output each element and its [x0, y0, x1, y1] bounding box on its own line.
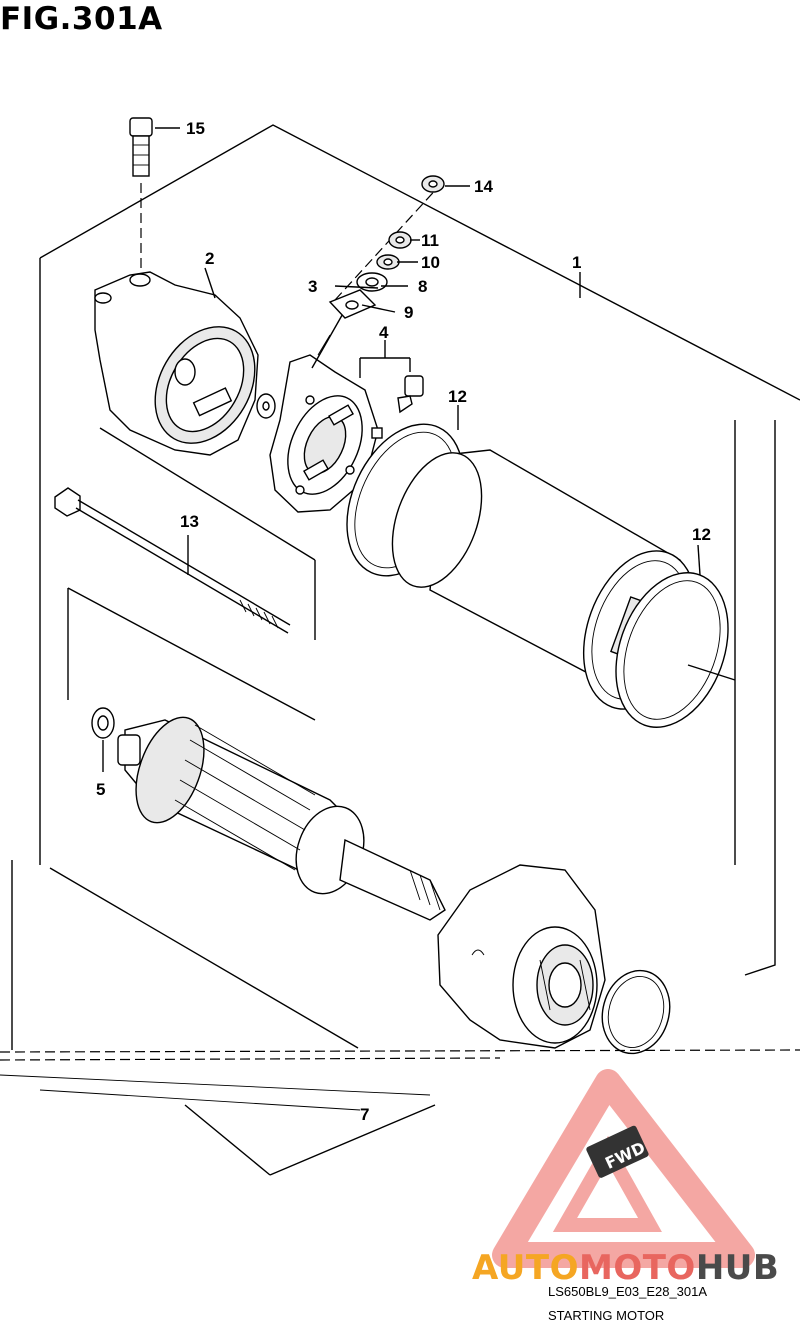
- figure-code: LS650BL9_E03_E28_301A: [548, 1284, 708, 1299]
- assembly-boundary-lines: [39, 124, 800, 1049]
- callout-13: 13: [180, 512, 199, 531]
- callout-12-lower: 12: [692, 525, 711, 544]
- callout-7: 7: [360, 1105, 369, 1124]
- part-4-brush-holder: [269, 354, 383, 513]
- callout-14: 14: [474, 177, 493, 196]
- scan-artifact-strip: [0, 860, 800, 1176]
- callout-10: 10: [421, 253, 440, 272]
- figure-name: STARTING MOTOR: [548, 1308, 665, 1323]
- callout-11: 11: [421, 231, 439, 250]
- brush-element: [359, 340, 424, 414]
- callout-1: 1: [572, 253, 581, 272]
- callout-9: 9: [404, 303, 413, 322]
- front-oring: [601, 969, 671, 1055]
- watermark-triangle: FWD: [492, 1069, 755, 1268]
- part-15-bolt: [129, 117, 180, 276]
- brand-part-moto: MOTO: [578, 1248, 696, 1288]
- callout-3: 3: [308, 277, 317, 296]
- armature: [117, 716, 446, 921]
- callout-15: 15: [186, 119, 205, 138]
- terminal-stud: [311, 309, 346, 369]
- callout-5: 5: [96, 780, 105, 799]
- callout-2: 2: [205, 249, 214, 268]
- callout-4: 4: [379, 323, 389, 342]
- stud-hardware-stack: [328, 175, 445, 319]
- brand-part-hub: HUB: [695, 1248, 780, 1288]
- callout-8: 8: [418, 277, 427, 296]
- part-2-end-housing: [94, 267, 316, 640]
- leader-lines: [334, 185, 470, 430]
- part-5-washer: [91, 707, 115, 772]
- callout-12-upper: 12: [448, 387, 467, 406]
- part-13-through-bolt: [54, 487, 291, 634]
- small-washer: [256, 393, 276, 419]
- callouts: 15 14 11 10 3 8 9 2 1 4 12 13 12 5 7: [96, 119, 711, 1124]
- front-cover: [437, 864, 606, 1049]
- watermark-brand-text: AUTOMOTOHUB: [472, 1248, 779, 1288]
- brand-part-auto: AUTO: [472, 1248, 579, 1288]
- part-12-oring-lower: [615, 544, 736, 728]
- figure-title: FIG.301A: [0, 1, 163, 37]
